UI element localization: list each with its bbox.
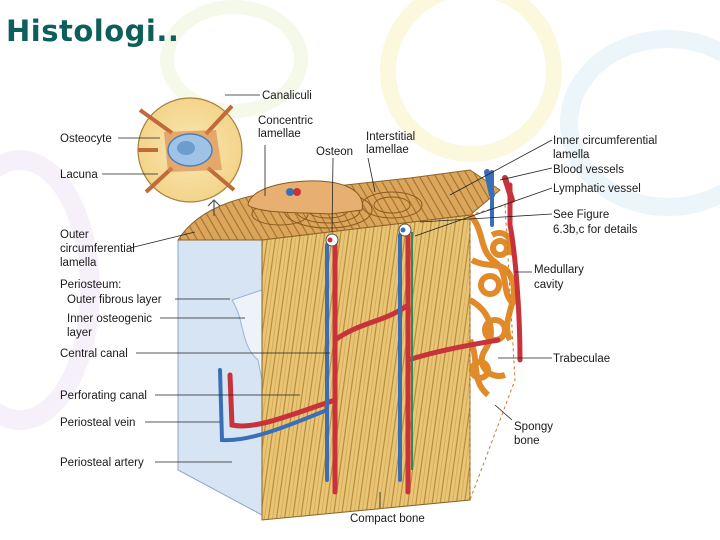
label-medullary-cavity-1: Medullary — [534, 264, 584, 276]
label-see-figure-1: See Figure — [553, 209, 609, 221]
label-outer-circumferential-3: lamella — [60, 257, 97, 269]
label-blood-vessels: Blood vessels — [553, 164, 624, 176]
label-lymphatic-vessel: Lymphatic vessel — [553, 183, 641, 195]
label-trabeculae: Trabeculae — [553, 353, 610, 365]
label-spongy-bone-1: Spongy — [514, 421, 553, 433]
label-concentric-lamellae-2: lamellae — [258, 128, 301, 140]
label-osteon: Osteon — [316, 146, 353, 158]
label-interstitial-lamellae-1: Interstitial — [366, 131, 415, 143]
compact-bone-front-face — [261, 214, 471, 521]
bone-structure-diagram: Canaliculi Osteocyte Concentric lamellae… — [60, 90, 657, 525]
osteon-cylinder — [247, 180, 363, 215]
label-inner-circumferential-1: Inner circumferential — [553, 135, 657, 147]
spongy-bone — [467, 212, 518, 398]
label-perforating-canal: Perforating canal — [60, 390, 147, 402]
central-canal-artery — [227, 182, 523, 495]
label-inner-circumferential-2: lamella — [553, 149, 590, 161]
label-inner-osteogenic-1: Inner osteogenic — [67, 313, 152, 325]
label-outer-fibrous-layer: Outer fibrous layer — [67, 294, 162, 306]
label-outer-circumferential-2: circumferential — [60, 243, 135, 255]
label-periosteal-vein: Periosteal vein — [60, 417, 135, 429]
blood-vessel-stub-blue — [484, 169, 495, 198]
blood-vessel-stub-red — [502, 175, 515, 203]
label-compact-bone: Compact bone — [350, 513, 425, 525]
label-periosteal-artery: Periosteal artery — [60, 457, 144, 469]
label-central-canal: Central canal — [60, 348, 128, 360]
central-canal-vein — [218, 170, 494, 482]
label-osteocyte: Osteocyte — [60, 133, 112, 145]
label-inner-osteogenic-2: layer — [67, 327, 92, 339]
label-outer-circumferential-1: Outer — [60, 229, 89, 241]
label-lacuna: Lacuna — [60, 169, 98, 181]
canal-openings — [286, 188, 412, 247]
label-interstitial-lamellae-2: lamellae — [366, 144, 409, 156]
slide-title: Histologi.. — [6, 14, 180, 48]
label-medullary-cavity-2: cavity — [534, 279, 564, 291]
osteocyte-magnified-view — [137, 97, 243, 216]
label-spongy-bone-2: bone — [514, 435, 540, 447]
label-canaliculi: Canaliculi — [262, 90, 312, 102]
label-see-figure-2: 6.3b,c for details — [553, 224, 638, 236]
label-concentric-lamellae-1: Concentric — [258, 115, 313, 127]
periosteum-inner-osteogenic-layer — [231, 289, 263, 381]
label-periosteum: Periosteum: — [60, 279, 121, 291]
leader-lines — [102, 94, 553, 508]
bone-structure-figure: Canaliculi Osteocyte Concentric lamellae… — [48, 70, 688, 535]
